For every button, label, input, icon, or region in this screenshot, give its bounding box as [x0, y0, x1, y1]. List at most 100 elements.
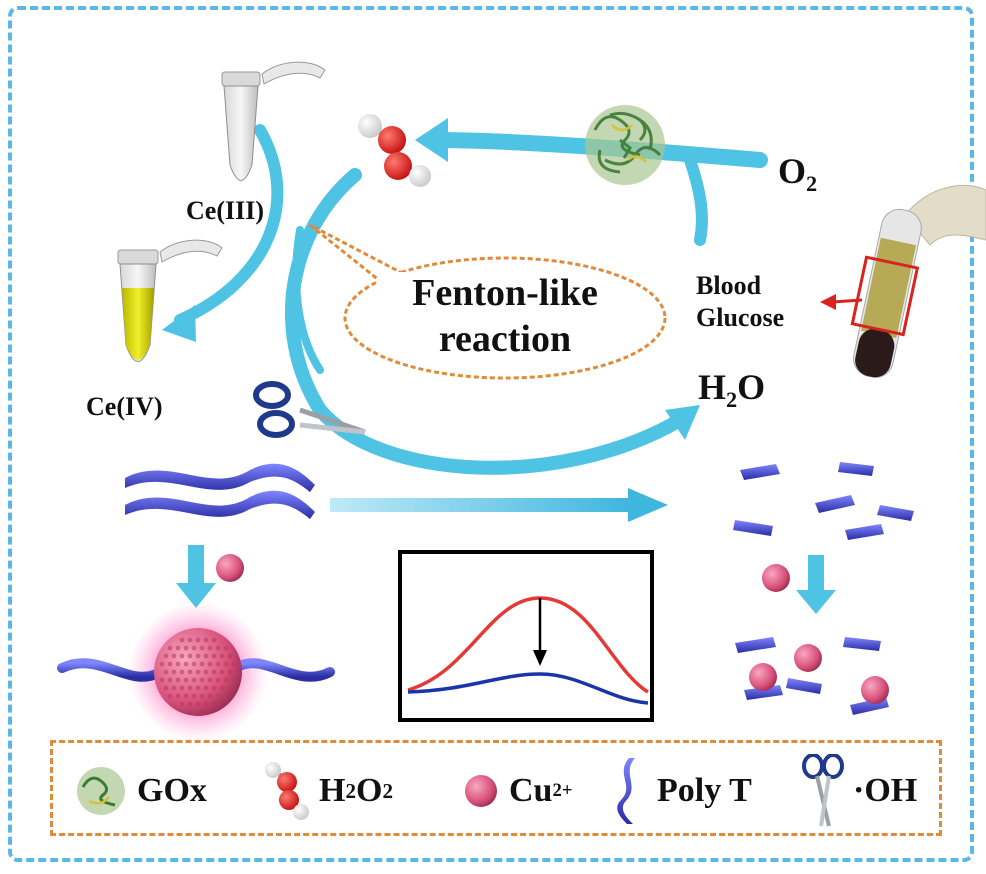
ce4-tube-icon: [117, 239, 223, 362]
dashed-frame: [8, 6, 974, 862]
cunp-bump: [223, 661, 229, 667]
gox-arrow: [422, 132, 768, 168]
cunp-bump: [171, 685, 177, 691]
spectrum-plot: [398, 550, 654, 722]
cunp-bump: [215, 677, 221, 683]
cunp-bump: [231, 677, 237, 683]
cunp-bump: [179, 701, 185, 707]
h2o-arrow-head: [665, 405, 700, 440]
cunp-bump: [167, 661, 173, 667]
cunp-bump: [195, 685, 201, 691]
cunp-bump: [175, 693, 181, 699]
gox-arrow-head: [415, 118, 448, 162]
cunp-bump: [227, 685, 233, 691]
cunp-bump: [171, 669, 177, 675]
cunp-bump: [179, 637, 185, 643]
cunp-bump: [223, 677, 229, 683]
cunp-bump: [187, 701, 193, 707]
cunp-bump: [199, 661, 205, 667]
cunp-bump: [215, 645, 221, 651]
h2o2-molecule-icon: [358, 114, 431, 187]
cunp-bump: [195, 653, 201, 659]
cunp-bump: [219, 685, 225, 691]
cunp-bump: [227, 669, 233, 675]
cunp-bump: [179, 653, 185, 659]
cunp-bump: [167, 645, 173, 651]
cunp-bump: [211, 669, 217, 675]
fenton-callout: [309, 223, 667, 380]
gox-icon: [77, 767, 125, 815]
legend-oh: ·OH: [801, 743, 917, 839]
fenton-label: Fenton-like reaction: [412, 272, 598, 360]
cunp-bump: [187, 685, 193, 691]
cunp-bump: [203, 685, 209, 691]
cunp-bump: [163, 669, 169, 675]
cu-ion: [861, 676, 889, 704]
cunp-bump: [199, 677, 205, 683]
cunp-bump: [187, 653, 193, 659]
cunp-bump: [211, 637, 217, 643]
cunp-bump: [227, 653, 233, 659]
cunp-bump: [207, 677, 213, 683]
cunp-bump: [191, 677, 197, 683]
cunp-bump: [163, 653, 169, 659]
o2-label: O2: [778, 151, 818, 197]
cunp-bump: [175, 677, 181, 683]
ce3-tube-icon: [221, 61, 326, 181]
cu-ion: [762, 564, 790, 592]
cunp-bump: [211, 701, 217, 707]
polyT-intact: [125, 463, 315, 519]
ce-arrow-head: [162, 305, 196, 342]
cunp-bump: [231, 661, 237, 667]
cunp-bump: [223, 645, 229, 651]
cunp-bump: [183, 677, 189, 683]
cunp-bump: [207, 693, 213, 699]
cunp-bump: [159, 677, 165, 683]
cunp-bump: [207, 645, 213, 651]
cu-ions: [216, 554, 889, 704]
cunp-bump: [215, 661, 221, 667]
cunp-bump: [167, 693, 173, 699]
blood-glucose-label: Blood Glucose: [696, 271, 785, 332]
cunp-bump: [163, 685, 169, 691]
cleavage-arrow: [330, 488, 668, 522]
cunp-bump: [167, 677, 173, 683]
cunp-bump: [219, 669, 225, 675]
h2o2-icon: [265, 762, 309, 820]
cunp-bump: [207, 661, 213, 667]
cunp-bump: [195, 669, 201, 675]
cunp-bump: [179, 669, 185, 675]
legend-polyt: Poly T: [613, 743, 752, 839]
cunp-bump: [215, 693, 221, 699]
cunp-bump: [203, 669, 209, 675]
ce3-label: Ce(III): [186, 196, 264, 225]
cunp-fluorescent: [57, 602, 335, 742]
cunp-bump: [195, 637, 201, 643]
scissors-legend-icon: [802, 754, 844, 827]
blood-tube-icon: [820, 184, 986, 378]
cunp-bump: [195, 701, 201, 707]
legend-gox: GOx: [73, 743, 207, 839]
gox-protein-icon: [585, 105, 665, 185]
cu-ion: [749, 663, 777, 691]
down-arrow-left: [176, 545, 216, 608]
cu-ion: [216, 554, 244, 582]
h2o-label: H2O: [698, 367, 766, 413]
ce-arc: [174, 124, 284, 326]
cunp-bump: [223, 693, 229, 699]
glucose-arc: [684, 154, 708, 246]
cunp-bump: [203, 701, 209, 707]
cunp-bump: [203, 637, 209, 643]
scissor-arc: [292, 226, 324, 374]
polyT-icon: [617, 758, 635, 824]
down-arrow-right: [796, 555, 836, 614]
polyT-fragments: [733, 462, 914, 715]
cunp-bump: [175, 661, 181, 667]
cu-ion-icon: [465, 775, 497, 807]
cunp-bump: [191, 661, 197, 667]
cunp-bump: [211, 685, 217, 691]
